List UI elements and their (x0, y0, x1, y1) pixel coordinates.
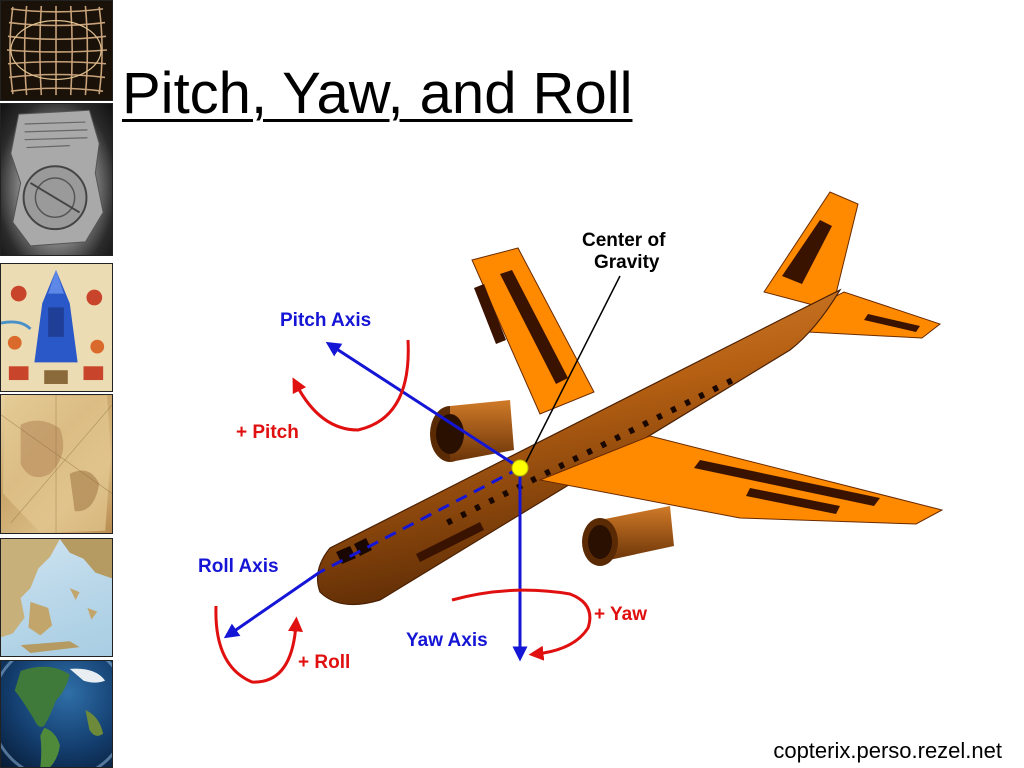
grid-map-image (6, 5, 108, 96)
center-of-gravity-label-line2: Gravity (594, 252, 660, 273)
left-wing-flap (500, 270, 568, 384)
slide-title: Pitch, Yaw, and Roll (122, 61, 633, 126)
tail-stripe (782, 220, 832, 284)
greece-map-thumbnail (0, 538, 113, 657)
roll-axis-dashed (319, 466, 521, 574)
earth-globe-thumbnail (0, 660, 113, 768)
plus-yaw-label: + Yaw (594, 604, 647, 625)
pitch-axis-label: Pitch Axis (280, 310, 371, 331)
left-wing-flap (474, 284, 506, 344)
center-of-gravity-label-line1: Center of (582, 230, 666, 251)
pitch-rotation-arrow (292, 339, 410, 432)
yaw-axis-label: Yaw Axis (406, 630, 488, 651)
grid-map-thumbnail (0, 0, 113, 101)
airplane-axes-diagram: Center of Gravity Pitch Axis + Pitch Rol… (198, 191, 944, 684)
temple-map-thumbnail (0, 263, 113, 392)
roll-axis-label: Roll Axis (198, 556, 279, 577)
center-of-gravity-dot (511, 459, 529, 477)
yaw-rotation-arrow (451, 588, 592, 661)
right-wing (538, 435, 944, 525)
parchment-map-image (1, 395, 112, 533)
pitch-axis-arrow (325, 341, 521, 470)
roll-axis-arrow (223, 570, 321, 639)
left-engine (450, 400, 514, 462)
fuselage (317, 288, 842, 606)
plus-roll-label: + Roll (298, 652, 350, 673)
roll-rotation-arrow (214, 605, 303, 684)
plus-pitch-label: + Pitch (236, 422, 299, 443)
earth-globe-image (1, 661, 112, 767)
temple-map-image (1, 264, 112, 391)
greece-map-image (1, 539, 112, 653)
parchment-map-thumbnail (0, 394, 113, 534)
clay-tablet-thumbnail (0, 103, 113, 256)
center-of-gravity-leader (525, 275, 621, 463)
right-engine (600, 506, 674, 562)
clay-tablet-image (10, 109, 104, 247)
right-wing-flap (746, 488, 840, 514)
right-wing-flap (694, 460, 880, 506)
source-url: copterix.perso.rezel.net (773, 738, 1002, 763)
